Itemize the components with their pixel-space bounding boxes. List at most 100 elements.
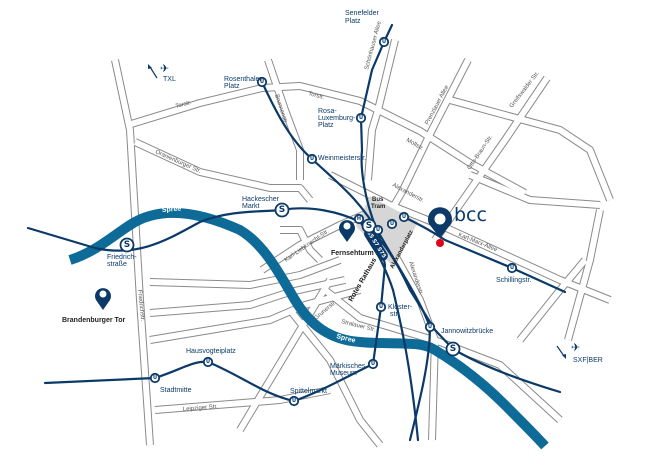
- station-label-friedrich-1: Friedrich-: [107, 254, 137, 261]
- arrow-up-left-icon: [149, 66, 158, 79]
- station-hausvogteiplatz[interactable]: U: [202, 356, 214, 368]
- street-label-torstr-west: Torstr.: [175, 100, 193, 110]
- station-symbol: S: [279, 205, 285, 215]
- station-label-hausvogtei: Hausvogteiplatz: [186, 348, 236, 355]
- station-label-rosenthaler-1: Rosenthaler: [224, 76, 262, 83]
- station-alexanderplatz-u2[interactable]: U: [372, 224, 384, 236]
- station-label-stadtmitte: Stadtmitte: [160, 387, 192, 394]
- sxf-ber-direction: ✈ SXF|BER: [556, 341, 603, 364]
- u-bahn-icon: [375, 301, 387, 313]
- station-label-kloster-2: str.: [390, 311, 399, 318]
- station-jannowitzbruecke-u[interactable]: U: [424, 321, 436, 333]
- spree-river: [68, 207, 549, 450]
- station-label-senefelder-2: Platz: [345, 18, 361, 25]
- u-bahn-icon: [372, 224, 384, 236]
- road-north-east-fill: [449, 97, 613, 202]
- tram-icon: [353, 213, 365, 225]
- road-friedrichstr-fill: [112, 59, 153, 446]
- station-symbol: U: [510, 265, 514, 271]
- road-south-1-fill: [287, 308, 383, 447]
- street-label-leipziger: Leipziger Str.: [183, 404, 219, 413]
- station-label-rosa-2: Luxemburg-: [318, 115, 356, 122]
- station-symbol: U: [379, 304, 383, 310]
- station-label-rosa-1: Rosa-: [318, 108, 337, 115]
- u-bahn-icon: [256, 76, 268, 88]
- airplane-icon: ✈: [160, 62, 169, 75]
- txl-label: TXL: [163, 76, 176, 83]
- station-symbol: U: [376, 227, 380, 233]
- u-bahn-icon: [378, 36, 390, 48]
- sxf-ber-label: SXF|BER: [573, 357, 603, 364]
- u-bahn-icon: [386, 218, 398, 230]
- map-pin-icon: [94, 288, 111, 310]
- airplane-icon: ✈: [571, 341, 580, 354]
- u-bahn-icon: [398, 211, 410, 223]
- station-schillingstr[interactable]: U: [506, 262, 518, 274]
- road-west-2-fill: [149, 277, 346, 316]
- street-label-moll: Mollstr.: [405, 138, 425, 153]
- u-bahn-icon: [424, 321, 436, 333]
- station-symbol: S: [124, 240, 130, 250]
- station-symbol: H: [357, 216, 361, 222]
- station-label-spittel: Spittelmarkt: [290, 388, 327, 395]
- station-stadtmitte[interactable]: U: [149, 372, 161, 384]
- station-alexanderplatz-u8[interactable]: U: [386, 218, 398, 230]
- street-label-karl-marx: Karl-Marx-Allee: [457, 232, 498, 253]
- station-symbol: U: [402, 214, 406, 220]
- river-label-north: Spree: [162, 206, 182, 214]
- bus-label: Bus: [372, 197, 384, 203]
- tram-label: Tram: [371, 204, 385, 210]
- road-stralauer-fill: [323, 287, 563, 423]
- station-label-maerkisches-2: Museum: [330, 370, 357, 377]
- station-symbol: U: [206, 359, 210, 365]
- station-weinmeister[interactable]: U: [306, 153, 318, 165]
- u-bahn-icon: [506, 262, 518, 274]
- map-pin-icon: [339, 220, 355, 242]
- road-west-3-fill: [149, 287, 361, 343]
- street-label-friedrichstr: Friedrichstr.: [136, 290, 145, 322]
- station-label-schilling: Schillingstr.: [496, 277, 531, 284]
- station-maerkisches-museum[interactable]: U: [367, 358, 379, 370]
- station-label-maerkisches-1: Märkisches: [330, 363, 366, 370]
- u-bahn-icon: [355, 112, 367, 124]
- station-label-hackescher-2: Markt: [242, 203, 260, 210]
- road-east-bend-fill: [468, 172, 601, 208]
- s-bahn-icon: [274, 202, 290, 218]
- station-symbol: U: [371, 361, 375, 367]
- station-symbol: U: [260, 79, 264, 85]
- station-alexanderplatz-tram[interactable]: H: [353, 213, 365, 225]
- station-symbol: U: [292, 398, 296, 404]
- station-symbol: U: [390, 221, 394, 227]
- fernsehturm-label: Fernsehturm: [331, 250, 374, 257]
- road-brunnen-fill: [265, 59, 303, 180]
- road-east-vertical-fill: [565, 209, 603, 341]
- fernsehturm-pin[interactable]: [339, 220, 355, 242]
- arrow-down-right-icon: [556, 345, 565, 357]
- u-bahn-icon: [202, 356, 214, 368]
- s-bahn-icon: [119, 237, 135, 253]
- bcc-venue-pin[interactable]: [428, 207, 452, 247]
- station-rosenthaler[interactable]: U: [256, 76, 268, 88]
- station-labels: Senefelder Platz Rosenthaler Platz Rosa-…: [107, 10, 531, 395]
- station-friedrichstrasse[interactable]: S: [119, 237, 135, 253]
- u8-line: [260, 80, 432, 442]
- station-label-hackescher-1: Hackescher: [242, 196, 280, 203]
- station-symbol: S: [450, 344, 456, 354]
- u-bahn-icon: [288, 395, 300, 407]
- river-label-south: Spree: [336, 333, 357, 345]
- station-jannowitzbruecke-s[interactable]: S: [445, 341, 461, 357]
- station-spittelmarkt[interactable]: U: [288, 395, 300, 407]
- bcc-logo-text: bcc: [454, 204, 487, 226]
- road-west-1-fill: [149, 257, 342, 288]
- station-senefelder[interactable]: U: [378, 36, 390, 48]
- brandenburger-tor-pin[interactable]: [94, 288, 111, 310]
- station-alexanderplatz-u5[interactable]: U: [398, 211, 410, 223]
- station-symbol: S: [366, 221, 372, 231]
- station-rosa-luxemburg[interactable]: U: [355, 112, 367, 124]
- venue-location-dot: [436, 239, 444, 247]
- station-hackescher-markt[interactable]: S: [274, 202, 290, 218]
- station-klosterstr[interactable]: U: [375, 301, 387, 313]
